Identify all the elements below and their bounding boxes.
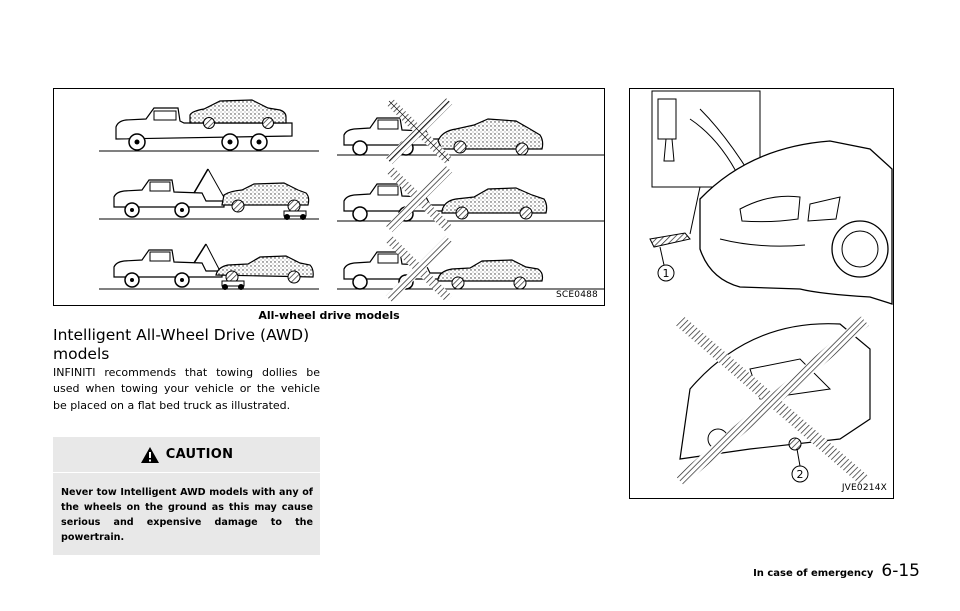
not-recommended-x-mark-2: [385, 165, 453, 233]
flatbed-tow-illustration: [99, 99, 319, 152]
wheel-lift-front-illustration: [337, 117, 604, 156]
tow-hook-figure: 1 2 JVE0214X: [629, 88, 894, 499]
caution-box: CAUTION: [53, 437, 320, 555]
caution-title: CAUTION: [165, 447, 234, 462]
figure-code-right: JVE0214X: [841, 483, 887, 493]
dolly-tow-illustration: [99, 168, 319, 220]
not-recommended-x-mark-rear: [676, 316, 869, 486]
callout-1: 1: [663, 267, 670, 280]
section-body: INFINITI recommends that towing dollies …: [53, 366, 320, 412]
tow-hook-illustration: 1: [649, 232, 691, 282]
caution-divider: [53, 472, 320, 473]
callout-2: 2: [797, 468, 804, 481]
dolly-tow-illustration-2: [99, 243, 319, 290]
car-front-illustration: [689, 140, 893, 305]
caution-text: Never tow Intelligent AWD models with an…: [61, 487, 313, 543]
wheels-on-ground-illustration: [337, 251, 604, 290]
footer-section-name: In case of emergency: [753, 568, 874, 579]
caution-header: CAUTION: [53, 437, 320, 472]
section-heading: Intelligent All-Wheel Drive (AWD) models: [53, 326, 310, 363]
wheel-lift-rear-illustration: [337, 183, 604, 222]
not-recommended-x-mark-3: [385, 235, 453, 303]
figure-caption: All-wheel drive models: [258, 309, 400, 322]
figure-code: SCE0488: [556, 290, 598, 300]
warning-triangle-icon: [140, 446, 159, 463]
page-number: 6-15: [881, 561, 920, 581]
page-footer: In case of emergency 6-15: [753, 561, 920, 581]
not-recommended-x-mark-1: [385, 97, 453, 165]
towing-methods-figure: SCE0488: [53, 88, 605, 306]
